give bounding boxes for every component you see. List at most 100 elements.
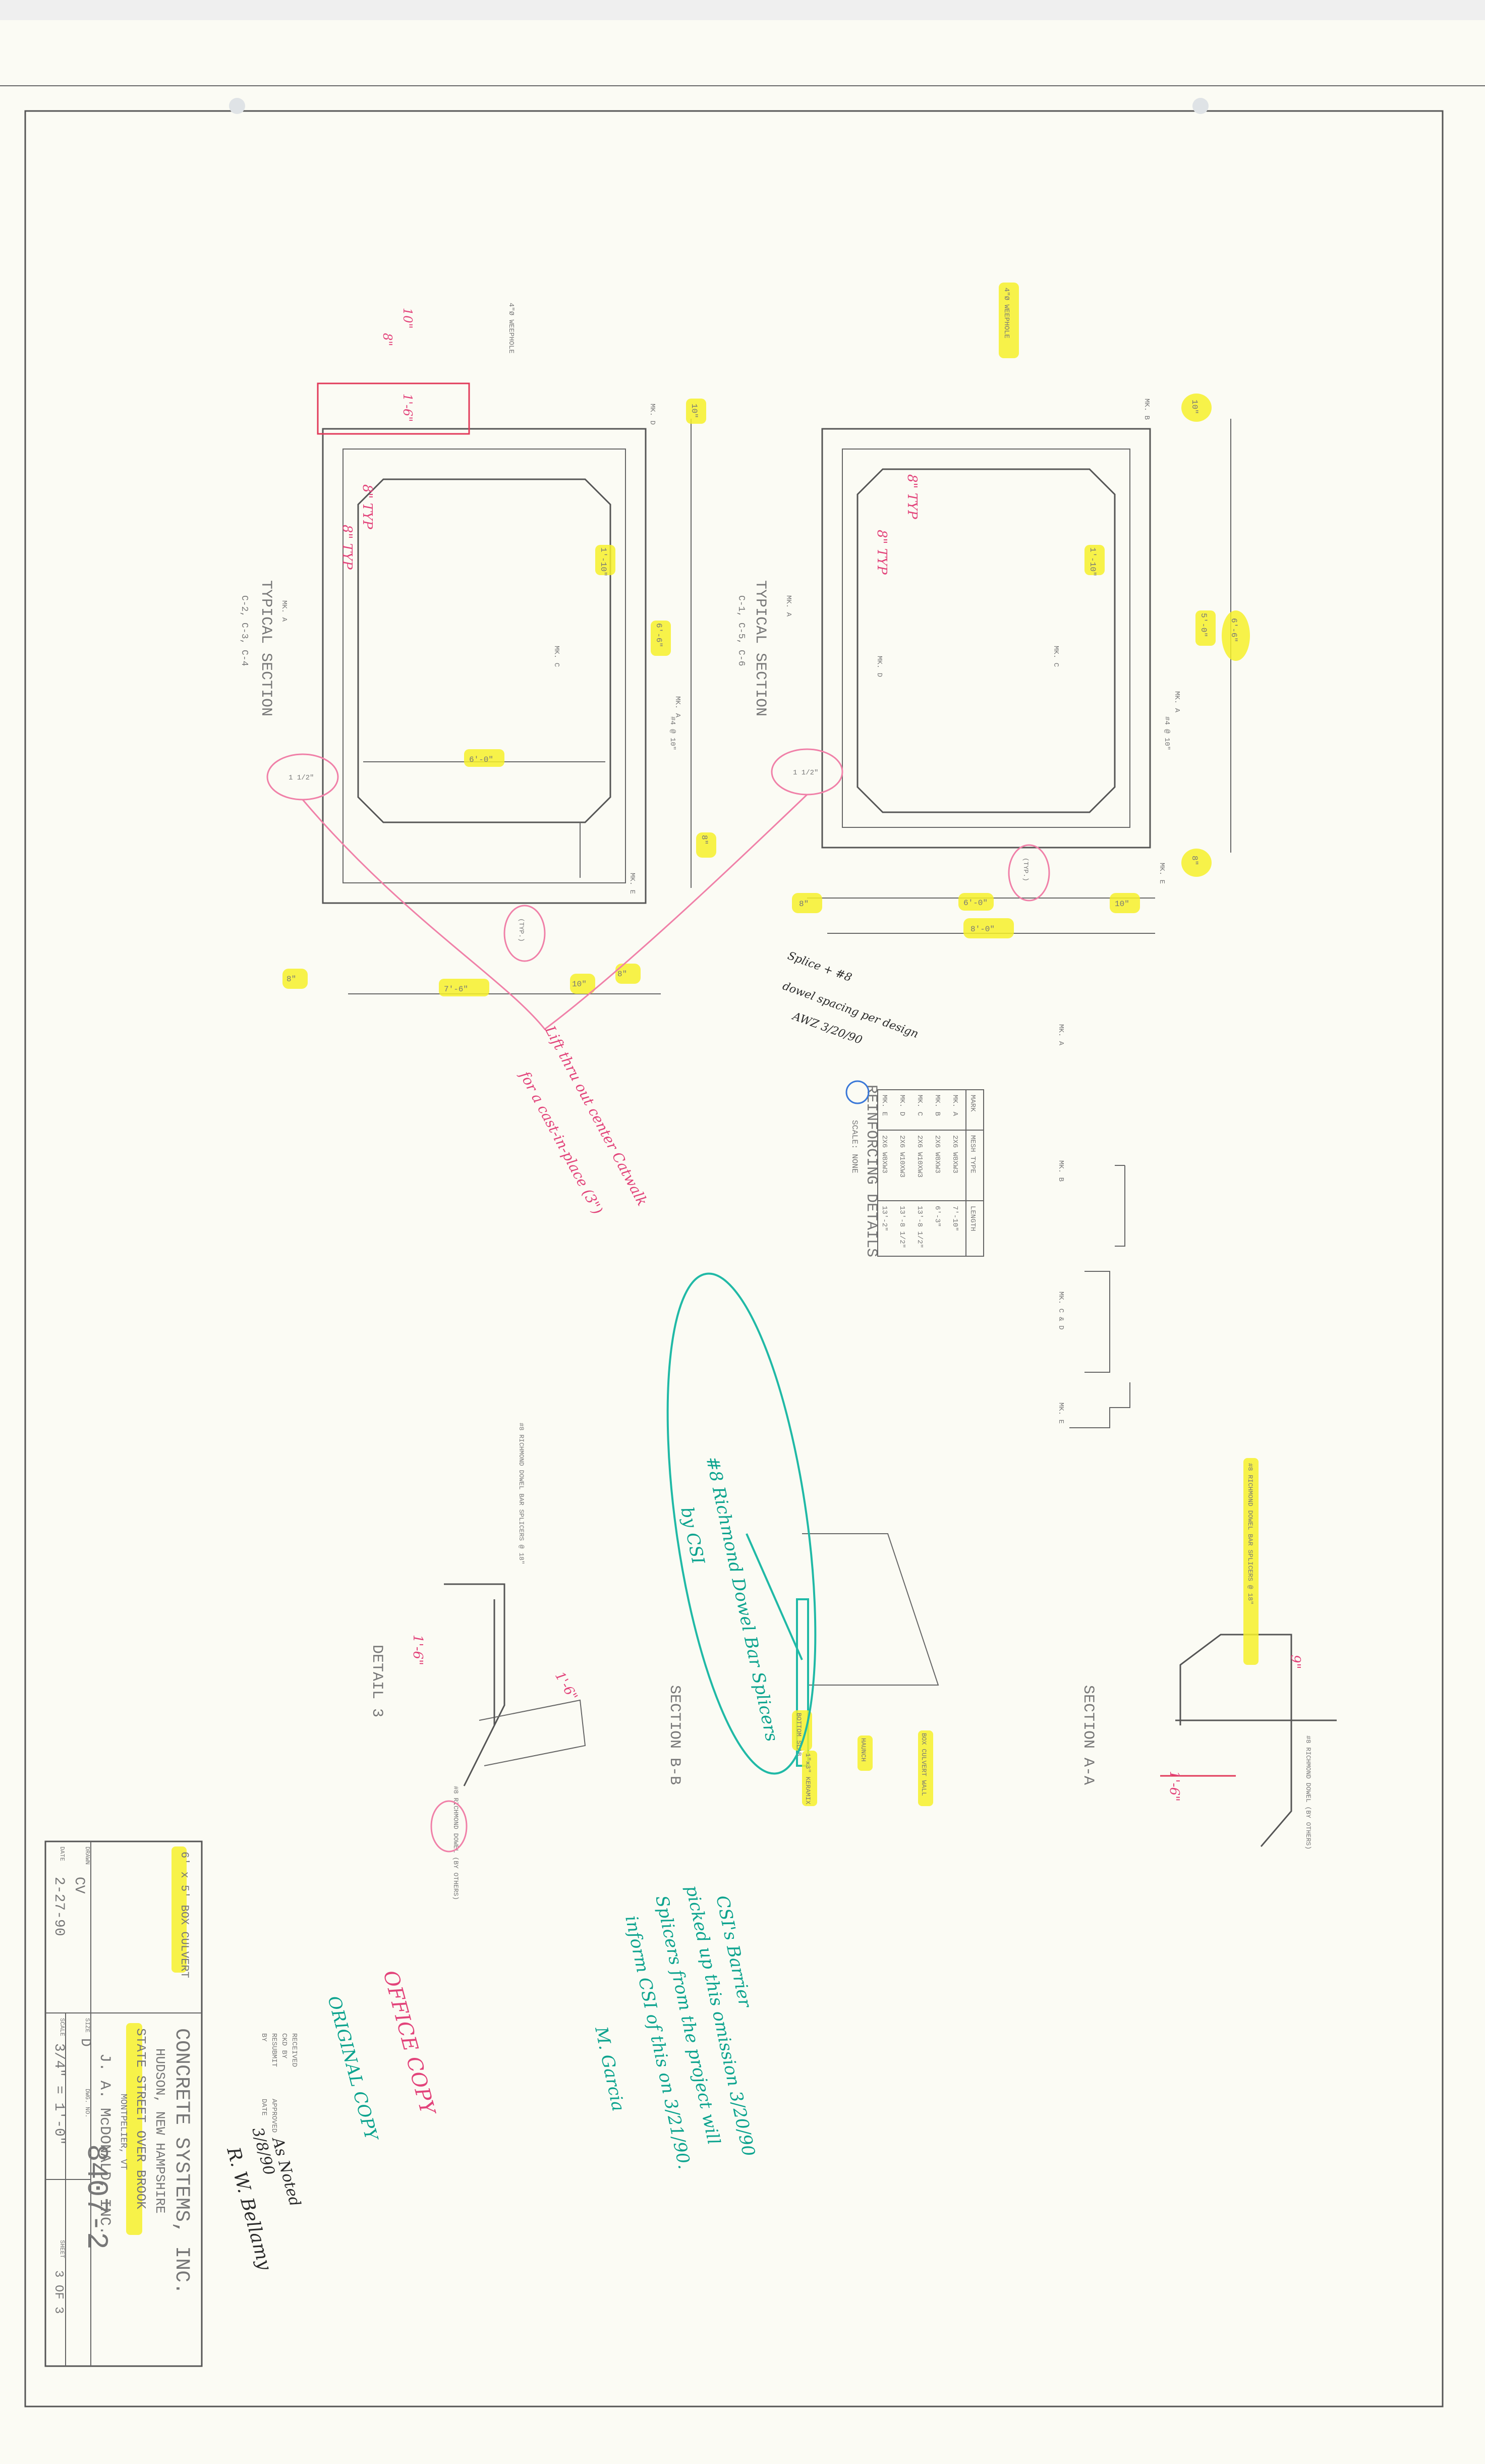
stamp-approved: APPROVED — [270, 2099, 278, 2133]
weephole-label: 4"Ø WEEPHOLE — [507, 303, 515, 354]
sheet-number: 3 OF 3 — [51, 2270, 65, 2314]
culvert-inner-opening — [357, 478, 611, 823]
section-aa-outline — [1179, 1634, 1292, 1847]
dim-1-10-right: 1'-10" — [1088, 547, 1097, 577]
reinforcing-table: MARK MESH TYPE LENGTH MK. A 2X6 W8XW3 7'… — [877, 1089, 984, 1257]
dim-8-bottom-right: 8" — [799, 900, 809, 909]
section-bb-outline — [802, 1533, 939, 1686]
stamp-ckd-by: CKD BY — [280, 2033, 288, 2059]
rebar-outer — [842, 449, 1130, 828]
drawn-date: 2-27-90 — [51, 1877, 67, 1936]
view-sub-typical-right: C-1, C-5, C-6 — [736, 595, 746, 666]
dim-1-half-label: 1 1/2" — [289, 774, 314, 782]
highlight — [1181, 394, 1212, 422]
dim-10-label: 10" — [690, 404, 699, 418]
date-label: DATE — [59, 1846, 66, 1861]
dim-10-right: 10" — [1190, 400, 1199, 414]
stamp-by: BY — [260, 2033, 268, 2042]
section-bb: SECTION B-B BOTTOM SLAB HAUNCH BOX CULVE… — [666, 1533, 939, 1806]
mk-e-label-right: MK. E — [1158, 863, 1166, 884]
pink-circle — [503, 905, 546, 962]
table-cell: 2X6 W8XW3 — [933, 1135, 941, 1173]
mk-a-shape-label: MK. A — [1057, 1024, 1065, 1046]
table-cell: MK. E — [880, 1095, 888, 1116]
highlight — [918, 1730, 933, 1806]
dim-5-0-right: 5'-0" — [1199, 613, 1208, 637]
d3-dim-1-6: 1'-6" — [410, 1635, 425, 1665]
teal-note-7: M. Garcia — [591, 2025, 629, 2113]
table-header: LENGTH — [968, 1206, 977, 1231]
table-cell: 2X6 W8XW3 — [880, 1135, 888, 1173]
stamp-date: DATE — [260, 2099, 268, 2116]
highlight — [172, 1846, 187, 1973]
teal-note-1: #8 Richmond Dowel Bar Splicers — [702, 1455, 782, 1744]
highlight — [615, 964, 641, 984]
table-cell: 13'-8 1/2" — [916, 1206, 924, 1248]
dim-8-right: 8" — [1190, 856, 1199, 865]
highlight — [1195, 610, 1216, 646]
dim-8-0-right: 8'-0" — [970, 925, 995, 934]
highlight — [570, 974, 595, 994]
dowel-others-label-d3: #8 RICHMOND DOWEL (BY OTHERS) — [452, 1786, 460, 1900]
highlight — [802, 1751, 817, 1806]
highlight — [1110, 893, 1140, 913]
highlight — [696, 832, 716, 858]
pink-note-1: Lift thru out center Catwalk — [541, 1023, 651, 1209]
typical-section-left: TYPICAL SECTION C-2, C-3, C-4 4"Ø WEEPHO… — [239, 303, 716, 996]
highlight — [126, 2023, 142, 2235]
detail-3: DETAIL 3 #8 RICHMOND DOWEL BAR SPLICERS … — [368, 1423, 586, 1900]
table-cell: MK. D — [898, 1095, 906, 1116]
table-cell: 7'-10" — [951, 1206, 959, 1231]
section-bb-title: SECTION B-B — [666, 1685, 683, 1785]
typical-section-right: TYPICAL SECTION C-1, C-5, C-6 4"Ø WEEPHO… — [736, 283, 1250, 938]
reinforcing-details: REINFORCING DETAILS SCALE: NONE MARK MES… — [845, 1024, 1130, 1428]
dowel-others-label-aa: #8 RICHMOND DOWEL (BY OTHERS) — [1304, 1735, 1312, 1850]
highlight — [1181, 849, 1212, 877]
stamp-resubmit: RESUBMIT — [270, 2033, 278, 2067]
joint-seal-label: 1"x3" KERAMIX — [804, 1753, 812, 1805]
punch-hole — [1192, 98, 1209, 114]
haunch-label: HAUNCH — [860, 1738, 867, 1762]
dim-8-bottom-label: 8" — [617, 970, 627, 979]
sheet-size: D — [77, 2038, 93, 2047]
highlight — [464, 749, 504, 767]
section-aa-title: SECTION A-A — [1079, 1685, 1097, 1785]
highlight — [963, 918, 1014, 938]
highlight — [439, 979, 489, 996]
table-cell: MK. C — [916, 1095, 924, 1116]
red-dim-10: 10" — [401, 308, 415, 329]
sheet-label: SHEET — [59, 2240, 66, 2258]
culvert-outer-wall — [322, 428, 647, 904]
table-cell: 2X6 W10XW3 — [898, 1135, 906, 1178]
typ-label-right: (TYP.) — [1022, 858, 1030, 881]
mk-c-label: MK. C — [552, 646, 560, 667]
detail-3-slab — [479, 1699, 586, 1766]
section-aa: SECTION A-A #8 RICHMOND DOWEL BAR SPLICE… — [1079, 1458, 1337, 1850]
table-cell: 13'-2" — [880, 1206, 888, 1231]
engineering-drawing: TYPICAL SECTION C-2, C-3, C-4 4"Ø WEEPHO… — [0, 85, 1485, 2407]
table-cell: MK. A — [951, 1095, 959, 1116]
weephole-label-right: 4"Ø WEEPHOLE — [1002, 288, 1010, 339]
dim-10-bottom-label: 10" — [572, 980, 587, 989]
highlight — [1222, 610, 1250, 661]
sheet-border — [24, 110, 1444, 2407]
box-wall-label: BOX CULVERT WALL — [920, 1733, 928, 1796]
original-copy: ORIGINAL COPY — [323, 1994, 382, 2144]
culvert-inner-opening — [856, 468, 1116, 813]
project-title: STATE STREET OVER BROOK — [133, 2028, 148, 2209]
dim-6-6-label: 6'-6" — [654, 623, 663, 647]
dim-7-6-label: 7'-6" — [444, 985, 468, 994]
aa-dim-9: 9" — [1288, 1655, 1303, 1669]
mk-d-label: MK. D — [648, 404, 656, 425]
project-location: MONTPELIER, VT — [118, 2094, 128, 2170]
highlight — [958, 893, 994, 911]
mk-a-right-label: MK. A — [673, 696, 681, 718]
red-dim-8-typ-right: 8" TYP — [904, 474, 920, 519]
highlight — [1084, 545, 1105, 575]
red-dim-1-6: 1'-6" — [401, 394, 415, 422]
dim-6-0-label: 6'-0" — [469, 755, 493, 764]
mk-e-shape — [1069, 1382, 1130, 1428]
mk-e-label: MK. E — [628, 873, 636, 894]
item-title: 6' x 5' BOX CULVERT — [178, 1852, 191, 1978]
red-dim-8-typ-2: 8" TYP — [339, 525, 355, 570]
